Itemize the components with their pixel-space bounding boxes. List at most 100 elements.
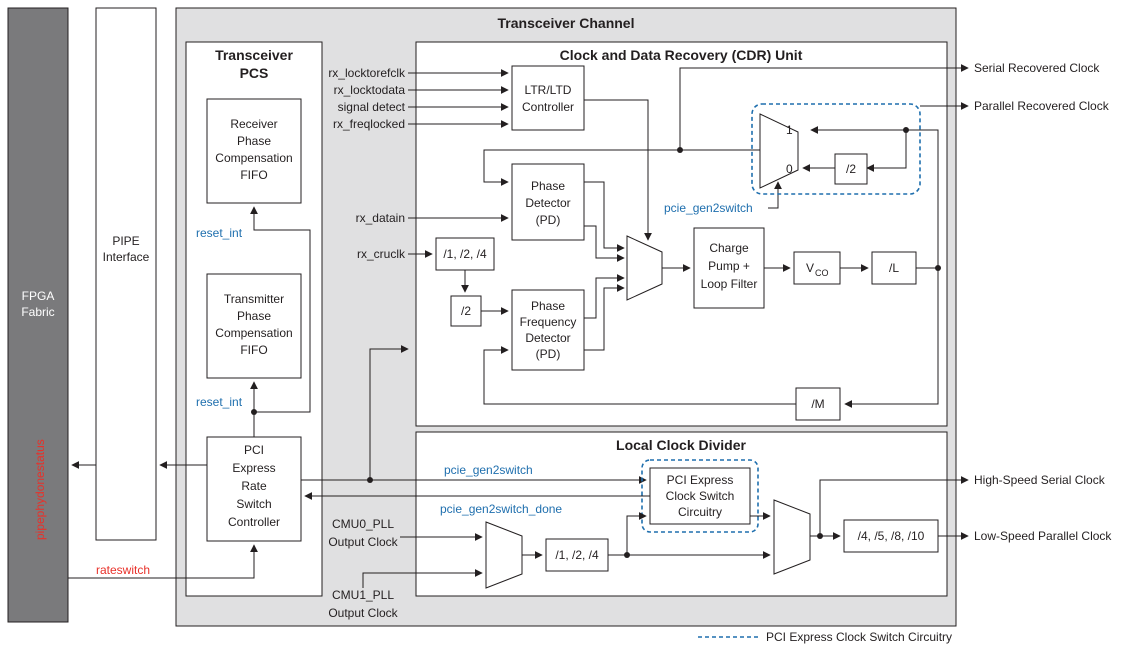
- pd-line: Phase: [531, 179, 565, 193]
- rx-fifo-line: Compensation: [215, 151, 292, 165]
- switch-circuit-line: PCI Express: [667, 473, 734, 487]
- cp-line: Loop Filter: [701, 277, 758, 291]
- tx-fifo-line: Phase: [237, 309, 271, 323]
- pd-line: Detector: [525, 196, 570, 210]
- pipe-label-line1: PIPE: [112, 234, 139, 248]
- gen2-clock-mux: [759, 113, 799, 189]
- gen2switch-done-label: pcie_gen2switch_done: [440, 502, 562, 516]
- cdr-pcie-switch-highlight: [751, 103, 921, 195]
- rx-locktorefclk-label: rx_locktorefclk: [328, 66, 406, 80]
- phase-frequency-detector: Phase Frequency Detector (PD): [511, 289, 585, 371]
- pfd-line: Detector: [525, 331, 570, 345]
- rx-cruclk-label: rx_cruclk: [357, 247, 406, 261]
- legend-label: PCI Express Clock Switch Circuitry: [766, 630, 952, 644]
- local-clock-divider-block: Local Clock Divider pcie_gen2switch pcie…: [301, 345, 969, 620]
- parallel-recovered-clock-label: Parallel Recovered Clock: [974, 99, 1110, 113]
- rx-freqlocked-label: rx_freqlocked: [333, 117, 405, 131]
- cdr-title: Clock and Data Recovery (CDR) Unit: [560, 47, 803, 63]
- rate-ctrl-line: Rate: [241, 479, 267, 493]
- reset-int-bottom-label: reset_int: [196, 395, 243, 409]
- rate-ctrl-line: Switch: [236, 497, 271, 511]
- cdr-mux: [626, 235, 663, 301]
- rx-phase-comp-fifo: Receiver Phase Compensation FIFO: [206, 98, 302, 204]
- pcs-title-line1: Transceiver: [215, 47, 293, 63]
- div-l-label: /L: [889, 261, 899, 275]
- div-m-label: /M: [811, 397, 824, 411]
- rx-datain-label: rx_datain: [356, 211, 405, 225]
- gen2switch-cdr-label: pcie_gen2switch: [664, 201, 753, 215]
- pipe-interface-block: PIPE Interface: [95, 7, 157, 541]
- reset-int-top-label: reset_int: [196, 226, 243, 240]
- lcd-div124-label: /1, /2, /4: [555, 548, 599, 562]
- rate-ctrl-line: Controller: [228, 515, 280, 529]
- vco-subscript: CO: [815, 268, 829, 278]
- rate-ctrl-line: Express: [232, 461, 275, 475]
- vco-block: V CO: [793, 251, 841, 285]
- cmu1-label-line2: Output Clock: [328, 606, 398, 620]
- ls-parallel-clock-label: Low-Speed Parallel Clock: [974, 529, 1112, 543]
- cp-line: Pump +: [708, 259, 750, 273]
- pipe-label-line2: Interface: [103, 250, 150, 264]
- channel-title: Transceiver Channel: [498, 15, 635, 31]
- vco-label: V: [806, 261, 814, 275]
- cmu-select-mux: [485, 521, 523, 589]
- cmu0-label-line2: Output Clock: [328, 535, 398, 549]
- switch-circuit-line: Circuitry: [678, 505, 722, 519]
- switch-circuit-line: Clock Switch: [666, 489, 735, 503]
- gen2switch-lcd-label: pcie_gen2switch: [444, 463, 533, 477]
- rate-ctrl-line: PCI: [244, 443, 264, 457]
- rate-switch-controller: PCI Express Rate Switch Controller: [206, 436, 302, 542]
- rx-cruclk-divider: /1, /2, /4: [435, 237, 495, 271]
- rateswitch-label: rateswitch: [96, 563, 150, 577]
- fpga-fabric-block: FPGA Fabric pipephydonestatus: [7, 7, 69, 623]
- tx-fifo-line: FIFO: [240, 343, 267, 357]
- charge-pump-loop-filter: Charge Pump + Loop Filter: [693, 227, 765, 309]
- fpga-label-line2: Fabric: [21, 305, 54, 319]
- rx-fifo-line: Receiver: [230, 117, 277, 131]
- rx-fifo-line: Phase: [237, 134, 271, 148]
- div2a-label: /2: [461, 304, 471, 318]
- pcs-title-line2: PCS: [240, 65, 269, 81]
- tx-fifo-line: Compensation: [215, 326, 292, 340]
- cdr-div2-block: /2: [450, 295, 482, 327]
- ltr-line: Controller: [522, 100, 574, 114]
- div-l-block: /L: [871, 251, 917, 285]
- pfd-line: Frequency: [520, 315, 577, 329]
- rx-fifo-line: FIFO: [240, 168, 267, 182]
- cp-line: Charge: [709, 241, 749, 255]
- mux-input-0-label: 0: [786, 162, 793, 176]
- ltr-line: LTR/LTD: [525, 83, 572, 97]
- lcd-div124-block: /1, /2, /4: [545, 538, 609, 572]
- tx-phase-comp-fifo: Transmitter Phase Compensation FIFO: [206, 273, 302, 379]
- serial-recovered-clock-label: Serial Recovered Clock: [974, 61, 1100, 75]
- cmu1-label-line1: CMU1_PLL: [332, 588, 394, 602]
- lcd-output-divider: /4, /5, /8, /10: [843, 519, 939, 553]
- fpga-label-line1: FPGA: [22, 289, 55, 303]
- pfd-line: (PD): [536, 347, 561, 361]
- lcd-div-out-label: /4, /5, /8, /10: [858, 529, 925, 543]
- pd-line: (PD): [536, 213, 561, 227]
- div2b-label: /2: [846, 162, 856, 176]
- legend: PCI Express Clock Switch Circuitry: [698, 630, 952, 644]
- pcs-wires: rateswitch: [68, 206, 311, 579]
- lcd-title: Local Clock Divider: [616, 437, 746, 453]
- ltr-ltd-controller: LTR/LTD Controller: [511, 65, 585, 131]
- transceiver-pcs-block: Transceiver PCS Receiver Phase Compensat…: [185, 41, 323, 597]
- rx-locktodata-label: rx_locktodata: [334, 83, 406, 97]
- div-m-block: /M: [795, 387, 841, 421]
- pfd-line: Phase: [531, 299, 565, 313]
- hs-serial-clock-label: High-Speed Serial Clock: [974, 473, 1106, 487]
- pcie-clock-switch-circuitry: PCI Express Clock Switch Circuitry: [649, 467, 751, 525]
- lcd-output-mux: [773, 499, 811, 575]
- phase-detector: Phase Detector (PD): [511, 163, 585, 241]
- cdr-unit-block: Clock and Data Recovery (CDR) Unit rx_lo…: [328, 41, 969, 427]
- pipephydonestatus-label: pipephydonestatus: [33, 439, 47, 540]
- mux-input-1-label: 1: [786, 123, 793, 137]
- lcd-pcie-switch-highlight: [641, 459, 759, 533]
- cmu0-label-line1: CMU0_PLL: [332, 517, 394, 531]
- cdr-div2-feedback: /2: [834, 153, 868, 185]
- div-in-label: /1, /2, /4: [443, 247, 487, 261]
- signal-detect-label: signal detect: [338, 100, 406, 114]
- tx-fifo-line: Transmitter: [224, 292, 284, 306]
